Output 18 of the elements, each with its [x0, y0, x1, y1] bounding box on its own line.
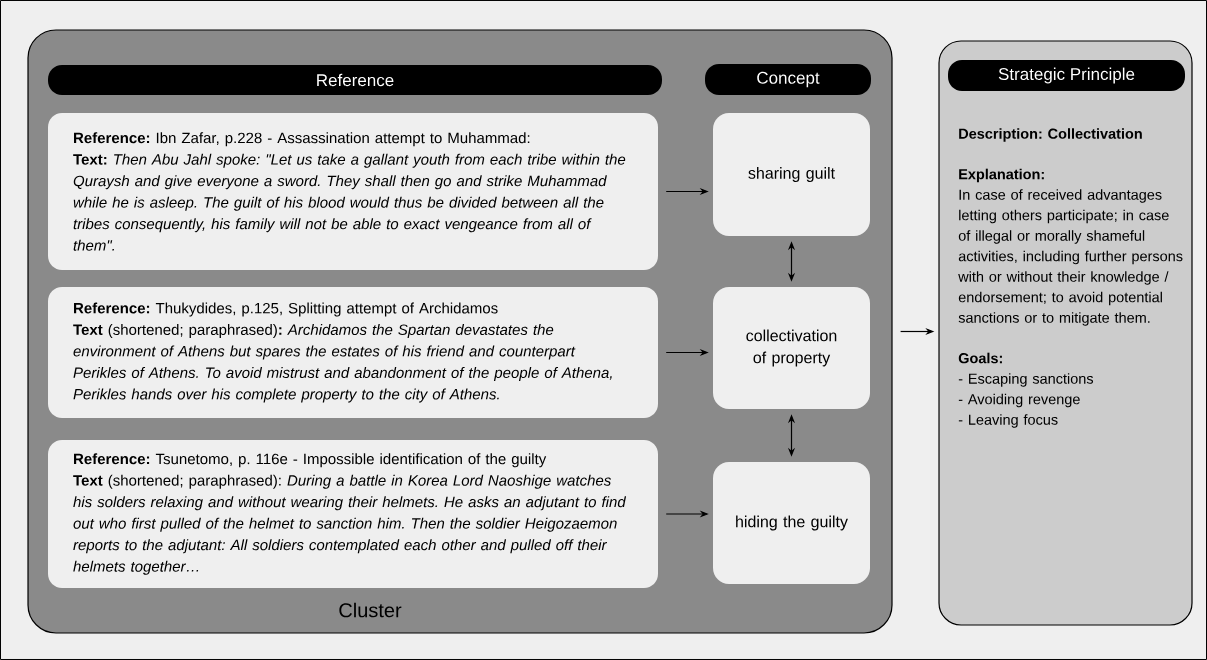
cluster-label: Cluster: [339, 602, 402, 618]
principle-text: Description: Collectivation Explanation: In case of received advantages letting others participate; in case of illegal or morally shameful activities, including further persons with or without their knowledge / endorsement; to avoid potential sanctions or to mitigate them. Goals: - Escaping sanctions - Avoiding revenge - Leaving focus: [958, 128, 1183, 428]
reference-box: Reference: Ibn Zafar, p.228 - Assassination attempt to Muhammad: Text: Then Abu Jahl spoke: "Let us take a gallant youth from each tribe within the Quraysh and give everyone a sword. They shall then go and strike Muhammad while he is asleep. The guilt of his blood would thus be divided between all the tribes consequently, his family will not be able to exact vengeance from all of them".: [48, 113, 658, 270]
node-label: - Escaping sanctions: [958, 373, 1094, 387]
node-label: - Leaving focus: [958, 414, 1058, 428]
concept-box: hiding the guilty: [713, 462, 870, 584]
node-label: Description: Collectivation: [959, 128, 1142, 142]
concept-box: sharing guilt: [713, 113, 870, 236]
node-label: - Avoiding revenge: [958, 393, 1080, 408]
node-label: In case of received advantages letting others participate; in case of illegal or morally shameful activities, including further persons with or without their knowledge / endorsement; to avoid potential sanctions or to mitigate them.: [958, 189, 1183, 326]
reference-box: Reference: Thukydides, p.125, Splitting attempt of Archidamos Text (shortened; paraphrased): Archidamos the Spartan devastates the environment of Athens but spares the estates of his friend and counterpart Perikles of Athens. To avoid mistrust and abandonment of the people of Athena, Perikles hands over his complete property to the city of Athens.: [48, 287, 658, 418]
node-label: Explanation:: [959, 168, 1044, 183]
concept-box: collectivation of property: [713, 287, 870, 409]
header-bar: Concept: [705, 64, 871, 95]
header-bar: Reference: [48, 65, 662, 95]
node-label: Goals:: [958, 352, 1002, 364]
reference-box: Reference: Tsunetomo, p. 116e - Impossible identification of the guilty Text (shortened; paraphrased): During a battle in Korea Lord Naoshige watches his solders relaxing and without wearing their helmets. He asks an adjutant to find out who first pulled of the helmet to sanction him. Then the soldier Heigozaemon reports to the adjutant: All soldiers contemplated each other and pulled off their helmets together…: [48, 440, 658, 588]
header-bar: Strategic Principle: [948, 60, 1185, 91]
